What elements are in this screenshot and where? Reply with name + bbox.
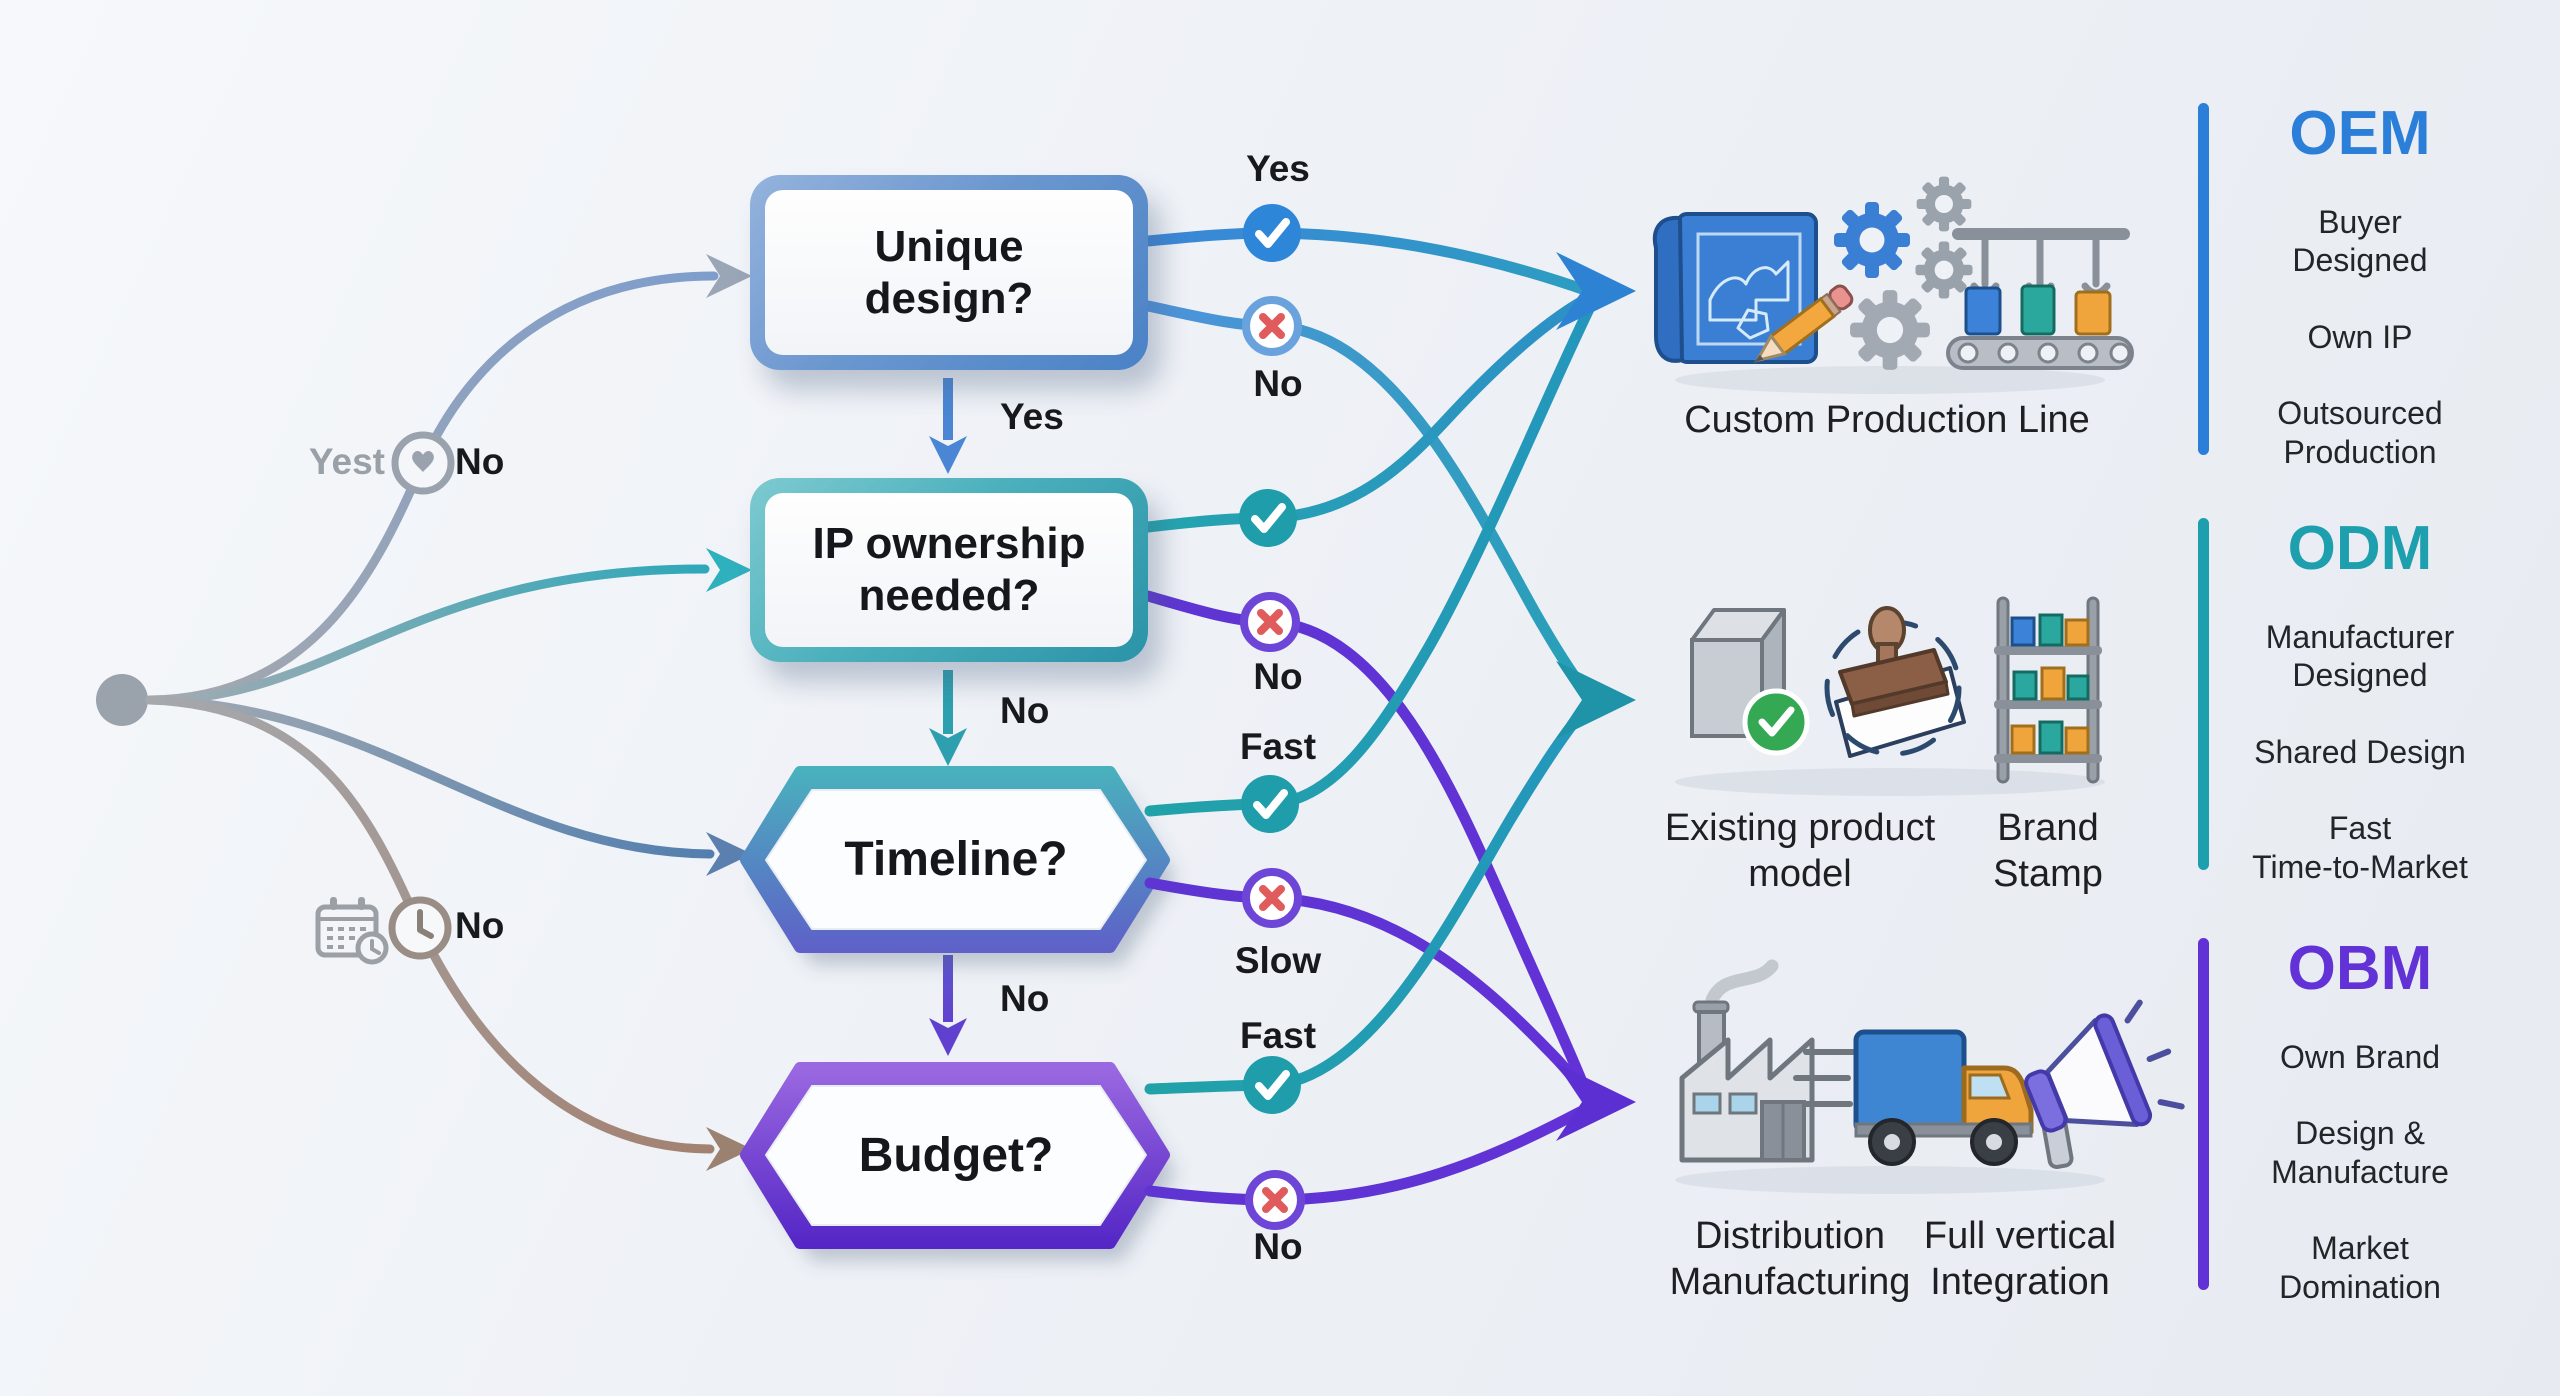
oem-panel: OEM Buyer Designed Own IP Outsourced Pro… <box>2215 103 2505 471</box>
outcome-label-budget-no: No <box>1253 1226 1303 1267</box>
caption-full-vertical-integration: Full vertical Integration <box>1923 1215 2117 1303</box>
step-label-timeline-no: No <box>1000 978 1050 1019</box>
blueprint-icon <box>1652 212 1854 364</box>
oem-icons-shadow <box>1675 366 2105 394</box>
conveyor-box-orange <box>2074 290 2112 336</box>
obm-item: Design & Manufacture <box>2271 1115 2449 1190</box>
design-gate-right-label: No <box>455 441 505 482</box>
design-gate-marker <box>391 431 455 495</box>
x-badge-timeline-slow <box>1242 868 1302 928</box>
design-gate-left-label: Yest <box>308 441 385 482</box>
x-badge-design-no <box>1242 296 1302 356</box>
timeline-label: Timeline? <box>844 833 1068 886</box>
green-check-icon <box>1742 688 1810 756</box>
obm-divider-bar <box>2198 938 2209 1290</box>
outcome-label-budget-fast: Fast <box>1239 1015 1317 1056</box>
caption-custom-production-line: Custom Production Line <box>1684 399 2090 441</box>
conveyor-icon <box>1946 228 2134 370</box>
arrowhead-timeline <box>706 832 752 876</box>
shelf-rack-icon <box>1994 596 2102 784</box>
product-box-check-icon <box>1690 608 1810 756</box>
check-badge-design-yes <box>1243 204 1301 262</box>
timeline-node-shape <box>740 766 1176 965</box>
ip-ownership-node: IP ownership needed? <box>750 478 1148 662</box>
obm-icons-shadow <box>1675 1166 2105 1194</box>
calendar-clock-icon <box>315 897 389 965</box>
time-gate-right-label: No <box>455 905 505 946</box>
oem-divider-bar <box>2198 103 2209 455</box>
arrowhead-oem <box>1556 252 1636 330</box>
delivery-truck-icon <box>1793 1029 2034 1166</box>
outcome-connectors <box>1142 227 1598 1206</box>
odm-icons-shadow <box>1675 768 2105 796</box>
heart-icon <box>412 451 434 472</box>
caption-existing-product-model: Existing product model <box>1664 807 1936 895</box>
obm-panel: OBM Own Brand Design & Manufacture Marke… <box>2215 938 2505 1306</box>
budget-label: Budget? <box>858 1129 1054 1182</box>
arrowhead-odm <box>1556 661 1636 739</box>
pencil-icon <box>1753 284 1854 364</box>
obm-item: Market Domination <box>2279 1230 2441 1305</box>
arrowhead-budget <box>706 1127 752 1171</box>
edge-budget-no-obm <box>1144 1106 1586 1206</box>
branch-arrowheads <box>706 254 752 1171</box>
odm-item: Manufacturer Designed <box>2265 619 2455 694</box>
edge-design-no-odm <box>1142 300 1592 698</box>
unique-design-node: Unique design? <box>750 175 1148 370</box>
result-arrowheads <box>1556 252 1636 1141</box>
arrowhead-obm <box>1556 1063 1636 1141</box>
edge-budget-fast-odm <box>1144 702 1592 1095</box>
check-badge-ip-yes <box>1239 489 1297 547</box>
odm-item: Shared Design <box>2254 733 2466 770</box>
check-badge-budget-fast <box>1243 1056 1301 1114</box>
branch-connectors <box>145 271 719 1154</box>
edge-ip-no-obm <box>1142 590 1588 1088</box>
step-label-ip-no: No <box>1000 690 1050 731</box>
megaphone-icon <box>2024 999 2185 1170</box>
stamp-icon <box>1824 606 1966 758</box>
ip-ownership-label: IP ownership needed? <box>765 493 1133 647</box>
odm-divider-bar <box>2198 518 2209 870</box>
outcome-label-timeline-fast: Fast <box>1239 726 1317 767</box>
step-label-design-yes: Yes <box>1000 396 1064 437</box>
budget-node-shape <box>740 1062 1176 1261</box>
outcome-badges <box>1239 204 1305 1230</box>
caption-distribution-manufacturing: Distribution Manufacturing <box>1669 1215 1911 1303</box>
arrowhead-unique-design <box>706 254 752 298</box>
odm-panel: ODM Manufacturer Designed Shared Design … <box>2215 518 2505 886</box>
x-badge-budget-no <box>1245 1170 1305 1230</box>
edge-timeline-slow-obm <box>1144 877 1588 1096</box>
start-node <box>96 674 148 726</box>
oem-heading: OEM <box>2289 99 2431 168</box>
conveyor-box-blue <box>1964 286 2002 336</box>
arrowhead-ip-ownership <box>706 548 752 592</box>
oem-item: Buyer Designed <box>2292 204 2428 279</box>
branch-to-timeline <box>145 695 715 859</box>
smoke-icon <box>1705 959 1779 1007</box>
time-gate-marker <box>388 896 452 960</box>
caption-brand-stamp: Brand Stamp <box>1993 807 2103 895</box>
oem-item: Own IP <box>2307 318 2413 355</box>
outcome-label-design-yes: Yes <box>1246 148 1310 189</box>
odm-item: Fast Time-to-Market <box>2252 810 2468 885</box>
x-badge-ip-no <box>1240 592 1300 652</box>
conveyor-box-teal <box>2020 284 2056 336</box>
outcome-label-design-no: No <box>1253 363 1303 404</box>
odm-heading: ODM <box>2287 514 2433 583</box>
outcome-label-timeline-slow: Slow <box>1234 940 1322 981</box>
branch-to-ip-ownership <box>145 564 710 705</box>
factory-icon <box>1679 959 1815 1163</box>
obm-heading: OBM <box>2287 934 2433 1003</box>
vertical-step-arrows <box>929 378 967 1056</box>
edge-ip-yes-oem <box>1142 291 1596 533</box>
outcome-label-ip-no: No <box>1253 656 1303 697</box>
clock-icon <box>417 909 434 939</box>
check-badge-timeline-fast <box>1241 775 1299 833</box>
oem-item: Outsourced Production <box>2277 395 2443 470</box>
unique-design-label: Unique design? <box>765 190 1133 355</box>
obm-item: Own Brand <box>2279 1039 2441 1075</box>
edge-design-yes-oem <box>1142 227 1594 297</box>
